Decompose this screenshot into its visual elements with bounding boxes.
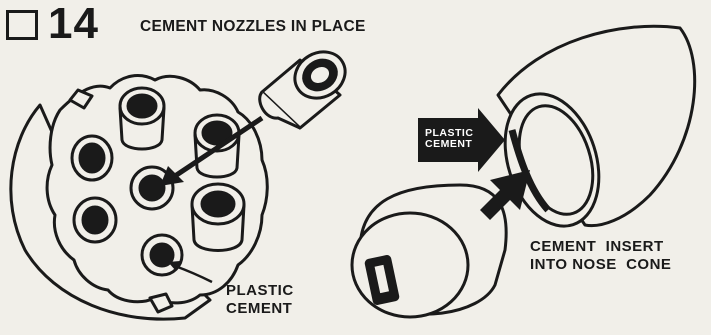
installed-nozzle <box>192 184 244 251</box>
callout-line: PLASTIC <box>226 282 294 300</box>
insert-cement-callout: PLASTIC CEMENT <box>425 128 473 150</box>
insert-cylinder <box>352 185 506 317</box>
callout-line: CEMENT INSERT <box>530 238 671 256</box>
nozzle-hole-inner <box>140 176 164 200</box>
callout-line: CEMENT <box>425 139 473 150</box>
step-title: CEMENT NOZZLES IN PLACE <box>140 18 366 36</box>
step-checkbox[interactable] <box>6 10 38 40</box>
installed-nozzle <box>120 88 164 149</box>
loose-nozzle <box>260 43 354 128</box>
nozzle-hole-inner <box>80 144 104 172</box>
insert-instruction-callout: CEMENT INSERT INTO NOSE CONE <box>530 238 671 274</box>
step-number: 14 <box>48 0 99 48</box>
nozzle-hole-inner <box>83 207 107 233</box>
nozzle-cement-callout: PLASTIC CEMENT <box>226 282 294 318</box>
callout-line: CEMENT <box>226 300 294 318</box>
callout-line: INTO NOSE CONE <box>530 256 671 274</box>
